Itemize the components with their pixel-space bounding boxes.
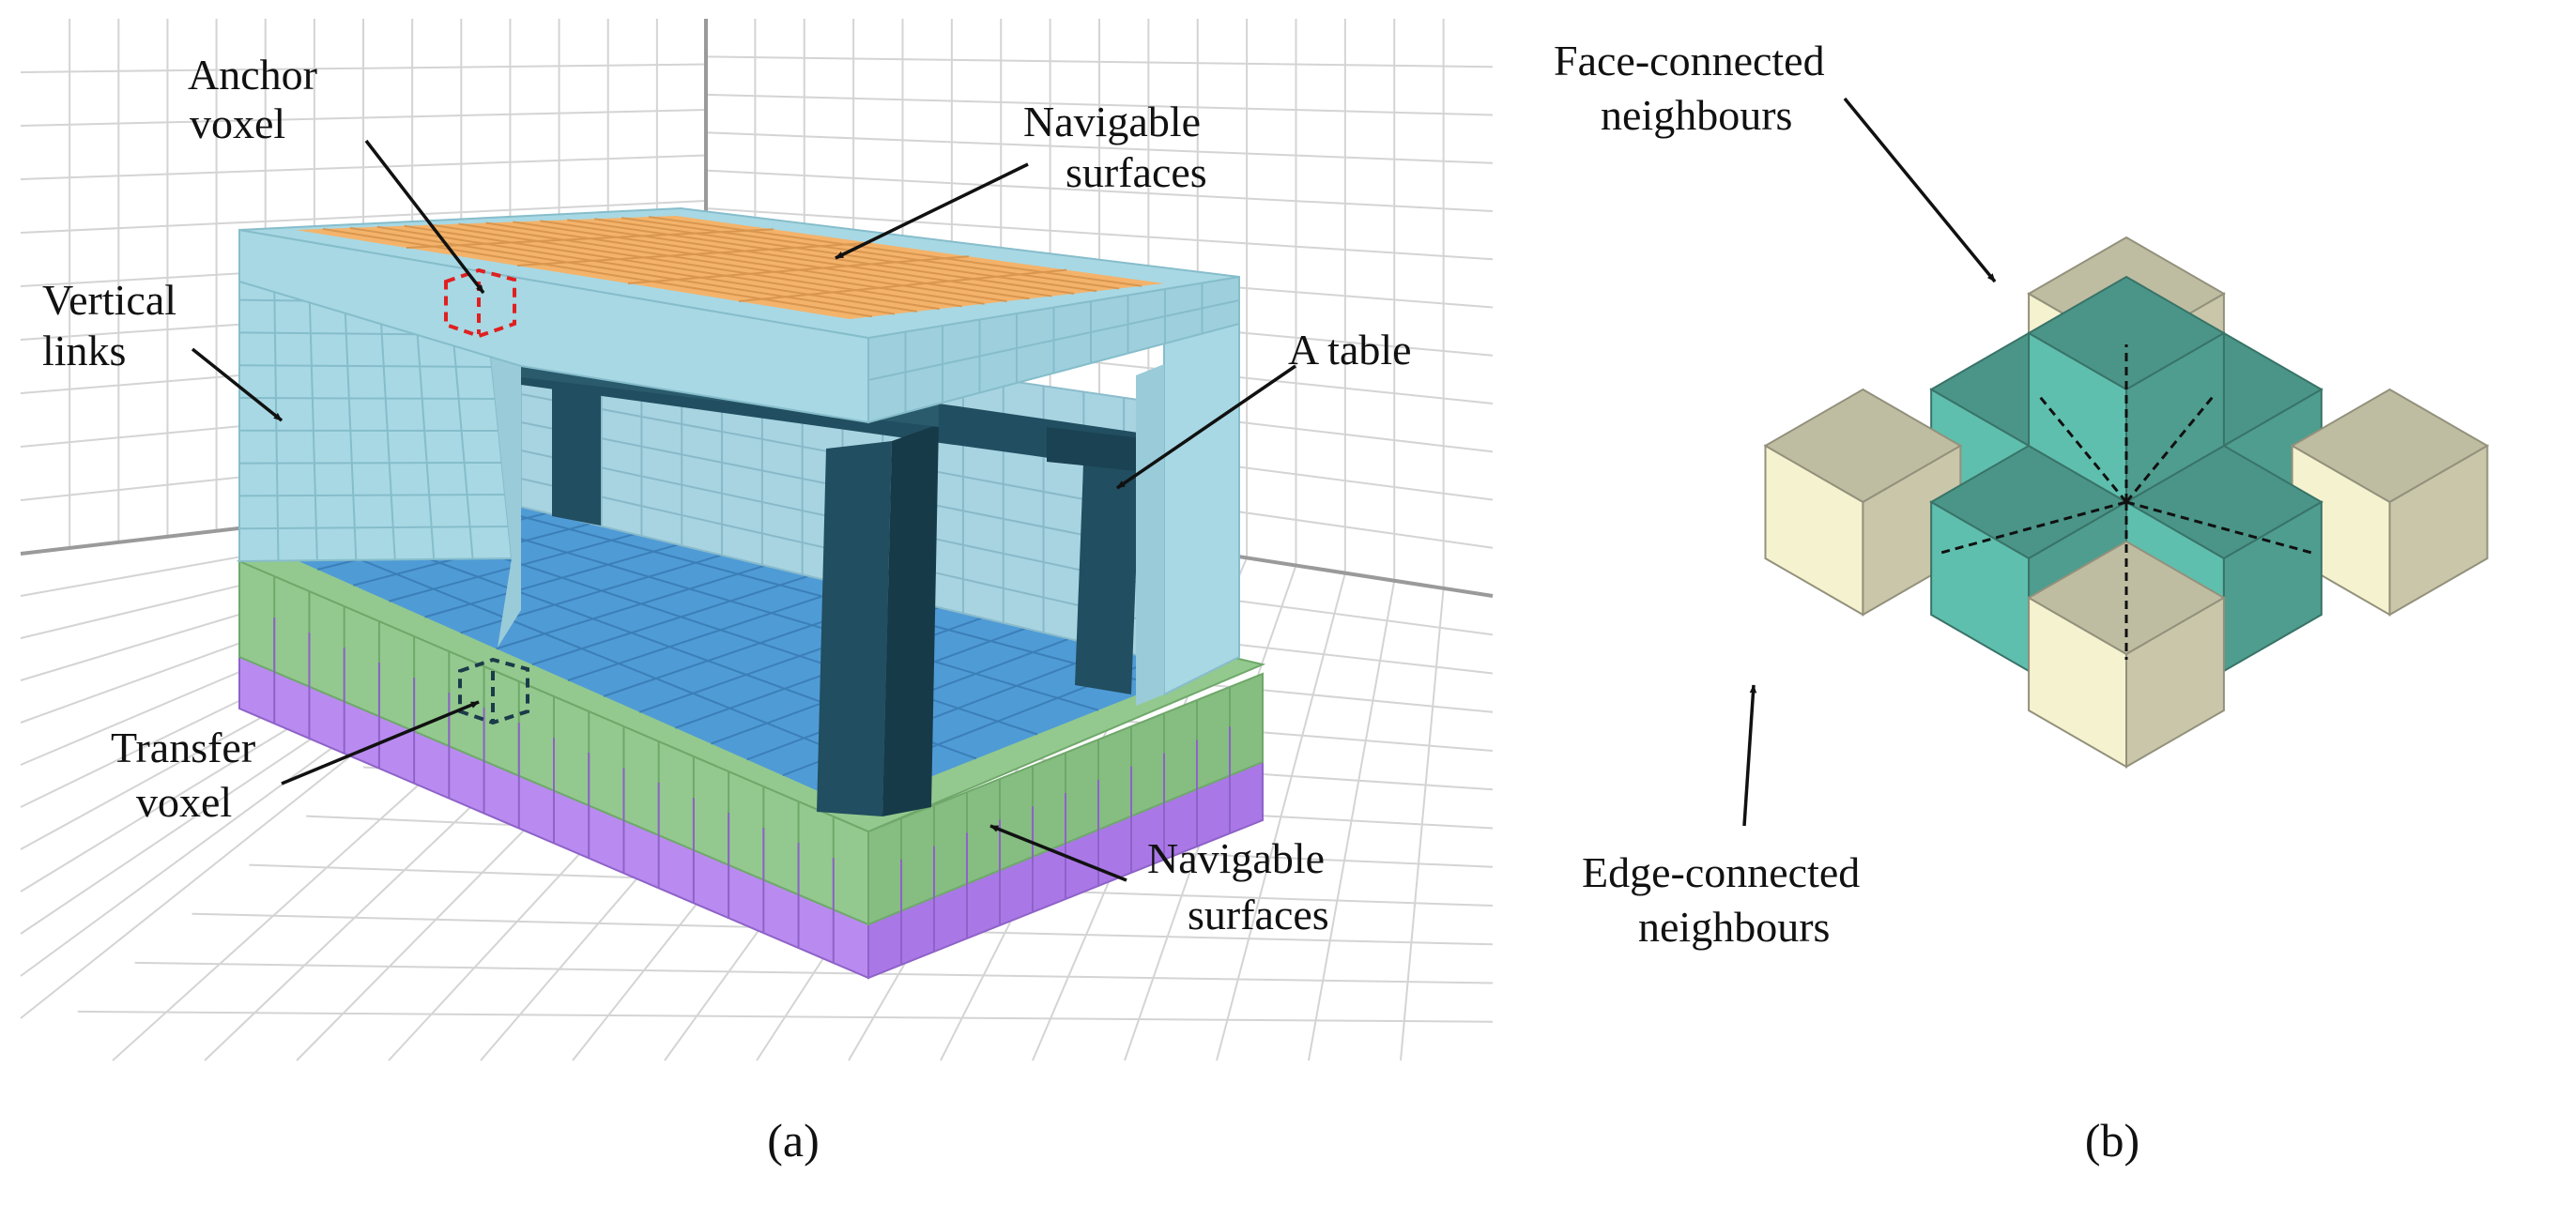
label-navigable-surfaces-bottom: Navigable surfaces bbox=[1147, 834, 1336, 938]
right-wall bbox=[1136, 298, 1239, 706]
label-transfer-voxel: Transfer voxel bbox=[111, 724, 267, 826]
caption-a: (a) bbox=[767, 1114, 820, 1167]
panel-b bbox=[1765, 237, 2487, 767]
label-a-table: A table bbox=[1288, 326, 1412, 374]
grid-line bbox=[239, 398, 496, 399]
grid-line bbox=[135, 963, 1493, 984]
panel-a: Anchor voxel Navigable surfaces Vertical… bbox=[21, 19, 1493, 1167]
grid-line bbox=[239, 495, 505, 496]
label-anchor-voxel: Anchor voxel bbox=[188, 51, 328, 147]
label-edge-connected: Edge-connected neighbours bbox=[1582, 848, 1871, 951]
grid-line bbox=[78, 1012, 1493, 1022]
label-vertical-links: Vertical links bbox=[42, 276, 188, 374]
grid-line bbox=[239, 463, 502, 464]
caption-b: (b) bbox=[2085, 1114, 2139, 1167]
label-face-connected: Face-connected neighbours bbox=[1554, 37, 1835, 139]
